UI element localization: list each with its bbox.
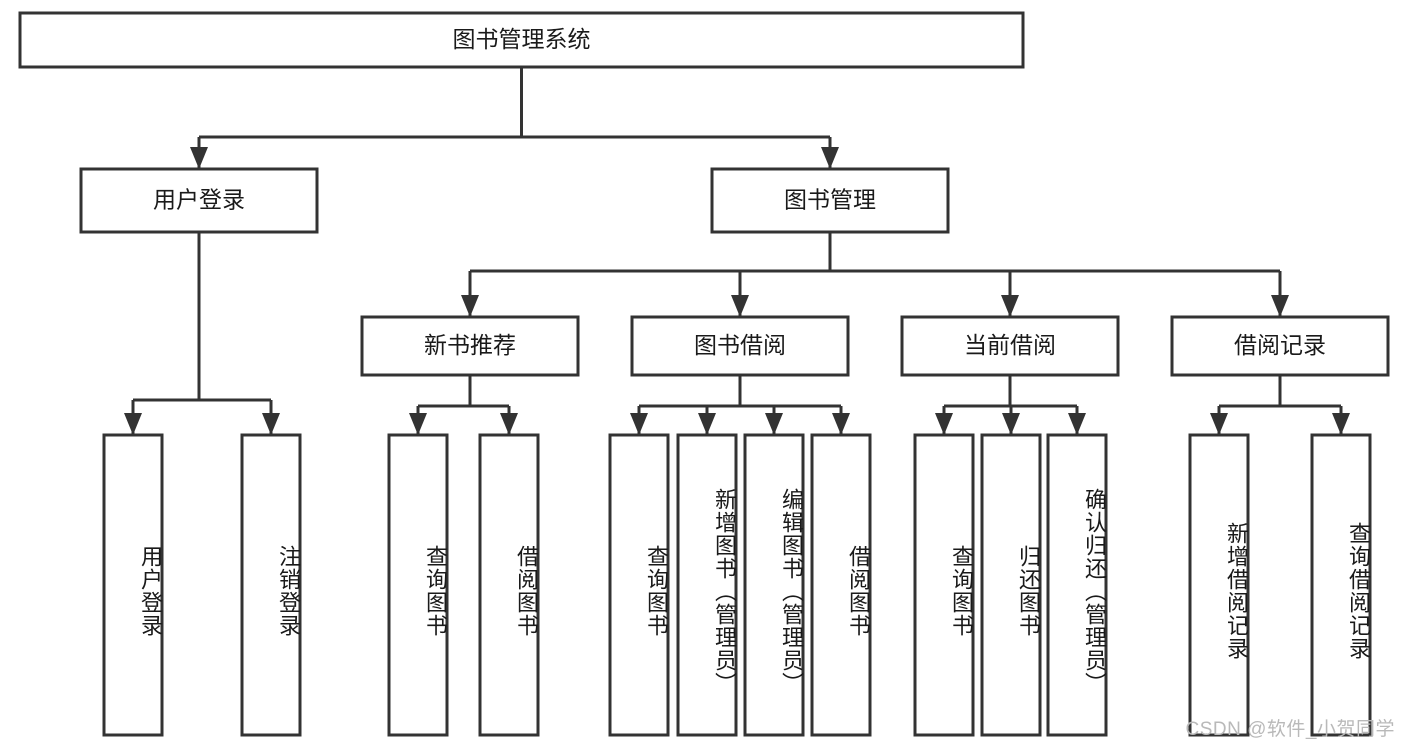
arrow-head-icon bbox=[1068, 413, 1086, 435]
node-new-book-recommend-rect[interactable] bbox=[360, 315, 580, 377]
node-leaf-query-book-2-rect[interactable] bbox=[608, 433, 670, 737]
arrow-head-icon bbox=[1271, 295, 1289, 317]
node-borrow-record-rect[interactable] bbox=[1170, 315, 1390, 377]
node-leaf-query-book-1[interactable] bbox=[387, 433, 449, 737]
node-leaf-borrow-book-2[interactable] bbox=[810, 433, 872, 737]
node-leaf-user-logout[interactable] bbox=[240, 433, 302, 737]
csdn-watermark: CSDN @软件_小贺同学 bbox=[1185, 719, 1395, 740]
node-leaf-return-book[interactable] bbox=[980, 433, 1042, 737]
node-leaf-add-record[interactable] bbox=[1188, 433, 1250, 737]
arrow-head-icon bbox=[832, 413, 850, 435]
node-leaf-add-record-rect[interactable] bbox=[1188, 433, 1250, 737]
node-book-management-rect[interactable] bbox=[710, 167, 950, 234]
arrow-head-icon bbox=[935, 413, 953, 435]
node-leaf-confirm-return[interactable] bbox=[1046, 433, 1108, 737]
arrow-head-icon bbox=[190, 147, 208, 169]
node-leaf-borrow-book-2-rect[interactable] bbox=[810, 433, 872, 737]
root-node-book-management-system-rect[interactable] bbox=[18, 11, 1025, 69]
node-leaf-user-login[interactable] bbox=[102, 433, 164, 737]
node-user-login-rect[interactable] bbox=[79, 167, 319, 234]
node-current-borrow-label: 当前借阅 bbox=[964, 332, 1056, 358]
connector-lines bbox=[124, 67, 1350, 435]
node-book-management-label: 图书管理 bbox=[784, 187, 876, 213]
node-leaf-edit-book[interactable] bbox=[743, 433, 805, 737]
node-leaf-query-record-rect[interactable] bbox=[1310, 433, 1372, 737]
node-leaf-user-logout-rect[interactable] bbox=[240, 433, 302, 737]
arrow-head-icon bbox=[731, 295, 749, 317]
arrow-head-icon bbox=[765, 413, 783, 435]
root-node-book-management-system[interactable]: 图书管理系统 bbox=[18, 11, 1025, 69]
node-book-borrow[interactable]: 图书借阅 bbox=[630, 315, 850, 377]
node-leaf-edit-book-rect[interactable] bbox=[743, 433, 805, 737]
node-leaf-add-book-rect[interactable] bbox=[676, 433, 738, 737]
arrow-head-icon bbox=[409, 413, 427, 435]
node-current-borrow-rect[interactable] bbox=[900, 315, 1120, 377]
node-user-login[interactable]: 用户登录 bbox=[79, 167, 319, 234]
arrow-head-icon bbox=[630, 413, 648, 435]
node-leaf-query-book-3-rect[interactable] bbox=[913, 433, 975, 737]
node-leaf-user-login-rect[interactable] bbox=[102, 433, 164, 737]
node-borrow-record[interactable]: 借阅记录 bbox=[1170, 315, 1390, 377]
arrow-head-icon bbox=[262, 413, 280, 435]
node-book-management[interactable]: 图书管理 bbox=[710, 167, 950, 234]
node-book-borrow-label: 图书借阅 bbox=[694, 332, 786, 358]
node-current-borrow[interactable]: 当前借阅 bbox=[900, 315, 1120, 377]
arrow-head-icon bbox=[1332, 413, 1350, 435]
arrow-head-icon bbox=[124, 413, 142, 435]
arrow-head-icon bbox=[500, 413, 518, 435]
arrow-head-icon bbox=[1002, 413, 1020, 435]
node-leaf-add-book[interactable] bbox=[676, 433, 738, 737]
arrow-head-icon bbox=[461, 295, 479, 317]
node-leaf-borrow-book-1[interactable] bbox=[478, 433, 540, 737]
root-node-book-management-system-label: 图书管理系统 bbox=[453, 26, 591, 52]
arrow-head-icon bbox=[698, 413, 716, 435]
node-new-book-recommend-label: 新书推荐 bbox=[424, 332, 516, 358]
node-leaf-query-book-1-rect[interactable] bbox=[387, 433, 449, 737]
node-new-book-recommend[interactable]: 新书推荐 bbox=[360, 315, 580, 377]
node-leaf-query-book-3[interactable] bbox=[913, 433, 975, 737]
node-leaf-borrow-book-1-rect[interactable] bbox=[478, 433, 540, 737]
node-leaf-confirm-return-rect[interactable] bbox=[1046, 433, 1108, 737]
node-leaf-return-book-rect[interactable] bbox=[980, 433, 1042, 737]
arrow-head-icon bbox=[1001, 295, 1019, 317]
node-user-login-label: 用户登录 bbox=[153, 187, 245, 213]
node-borrow-record-label: 借阅记录 bbox=[1234, 332, 1326, 358]
arrow-head-icon bbox=[821, 147, 839, 169]
node-leaf-query-book-2[interactable] bbox=[608, 433, 670, 737]
arrow-head-icon bbox=[1210, 413, 1228, 435]
node-leaf-query-record[interactable] bbox=[1310, 433, 1372, 737]
node-book-borrow-rect[interactable] bbox=[630, 315, 850, 377]
